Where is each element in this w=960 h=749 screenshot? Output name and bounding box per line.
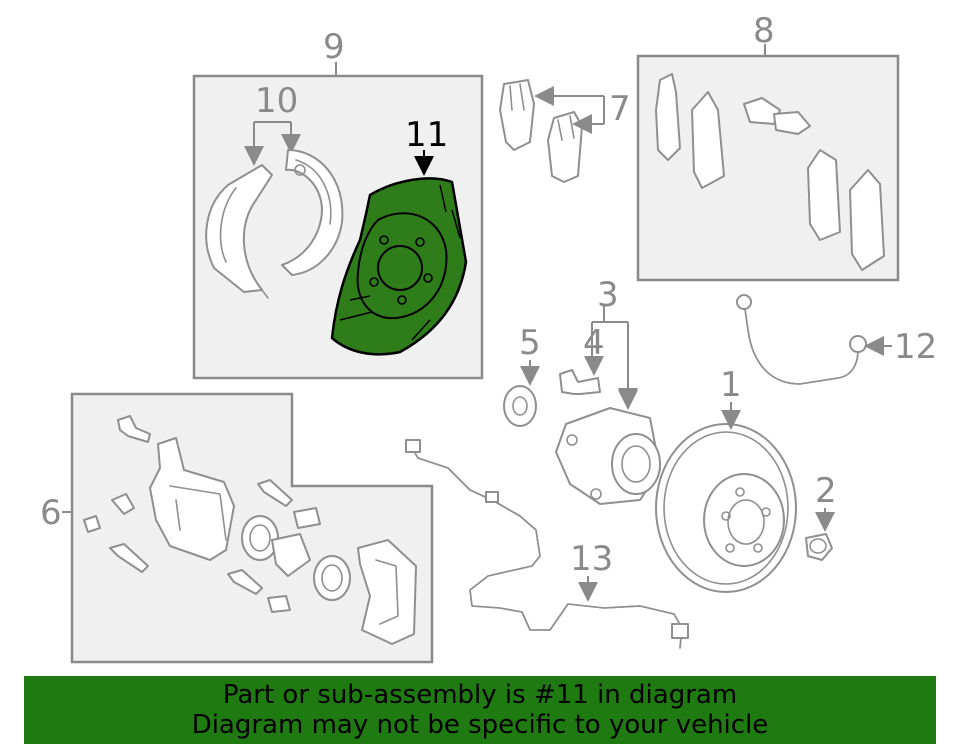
callout-11[interactable]: 11 xyxy=(405,115,448,155)
rotor-screw-part-2[interactable] xyxy=(805,533,833,561)
callout-7[interactable]: 7 xyxy=(609,89,631,129)
hub-bearing-part-3[interactable] xyxy=(555,407,661,505)
callout-12[interactable]: 12 xyxy=(894,327,937,367)
callout-9[interactable]: 9 xyxy=(323,27,345,67)
pad-hardware-kit[interactable] xyxy=(655,73,885,271)
callout-10[interactable]: 10 xyxy=(255,81,298,121)
parking-brake-shoe-right[interactable] xyxy=(281,149,344,276)
cap-part-5[interactable] xyxy=(503,385,537,427)
caliper-assembly[interactable] xyxy=(83,415,417,645)
callout-3[interactable]: 3 xyxy=(597,275,619,315)
notice-banner: Part or sub-assembly is #11 in diagram D… xyxy=(24,676,936,744)
callout-8[interactable]: 8 xyxy=(753,11,775,51)
abs-sensor-part-13[interactable] xyxy=(405,439,689,649)
banner-line-1: Part or sub-assembly is #11 in diagram xyxy=(222,680,738,710)
brake-hose-part-12[interactable] xyxy=(736,294,867,385)
callout-1[interactable]: 1 xyxy=(720,365,742,405)
callout-5[interactable]: 5 xyxy=(519,323,541,363)
brake-rotor-part-1[interactable] xyxy=(655,423,797,593)
callout-13[interactable]: 13 xyxy=(570,539,613,579)
parking-brake-shoe-left[interactable] xyxy=(205,164,273,299)
backing-plate-part-11[interactable] xyxy=(330,177,468,356)
callout-2[interactable]: 2 xyxy=(815,471,837,511)
banner-line-2: Diagram may not be specific to your vehi… xyxy=(191,710,769,740)
callout-4[interactable]: 4 xyxy=(583,323,605,363)
callout-6[interactable]: 6 xyxy=(40,493,62,533)
hub-bolt-part-4[interactable] xyxy=(559,369,601,395)
